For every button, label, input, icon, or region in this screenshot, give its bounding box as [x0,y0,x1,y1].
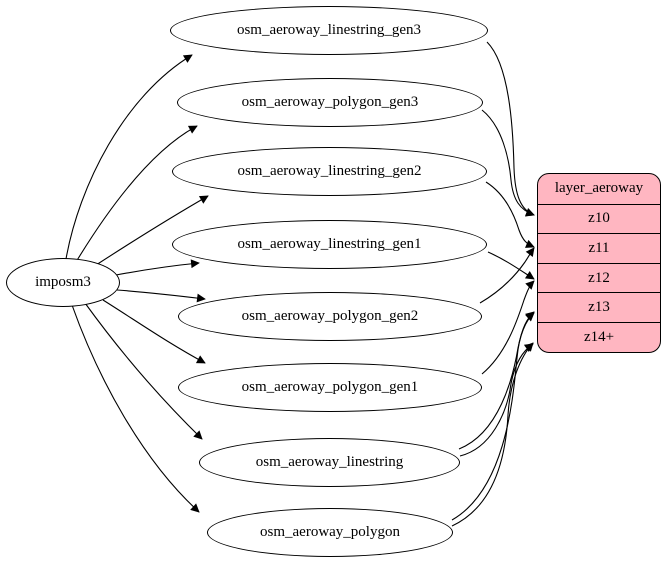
edge-osm_aeroway_polygon_gen3-to-z10 [481,109,535,217]
edge-osm_aeroway_linestring_gen1-to-z12 [487,251,535,280]
node-osm-aeroway-linestring-gen3: osm_aeroway_linestring_gen3 [170,6,488,55]
edge-osm_aeroway_polygon_gen2-to-z11 [479,247,535,304]
node-osm-aeroway-linestring-gen1: osm_aeroway_linestring_gen1 [172,220,487,269]
node-label: osm_aeroway_polygon_gen2 [241,308,419,324]
record-row-label: z11 [588,239,610,256]
record-row-z12: z12 [538,262,660,293]
node-osm-aeroway-linestring-gen2: osm_aeroway_linestring_gen2 [172,147,487,196]
record-row-z13: z13 [538,292,660,322]
edge-osm_aeroway_linestring_gen2-to-z11 [485,181,535,248]
edge-imposm3-to-osm_aeroway_polygon_gen1 [102,299,206,364]
node-label: osm_aeroway_linestring [255,454,404,470]
edge-imposm3-to-osm_aeroway_linestring [84,302,203,440]
record-row-z11: z11 [538,233,660,263]
edge-imposm3-to-osm_aeroway_linestring_gen2 [92,195,209,268]
node-label: osm_aeroway_polygon [260,524,400,540]
node-imposm3: imposm3 [6,258,120,307]
edge-imposm3-to-osm_aeroway_linestring_gen1 [115,259,200,276]
edge-osm_aeroway_linestring-to-z14 [459,343,534,457]
edge-imposm3-to-osm_aeroway_polygon [71,304,200,513]
node-osm-aeroway-polygon-gen1: osm_aeroway_polygon_gen1 [178,363,482,412]
edge-osm_aeroway_polygon-to-z13 [451,312,535,521]
edge-osm_aeroway_linestring_gen3-to-z10 [486,41,535,217]
record-row-z10: z10 [538,203,660,234]
node-osm-aeroway-polygon: osm_aeroway_polygon [207,508,453,557]
node-layer-aeroway-record: layer_aeroway z10 z11 z12 z13 z14+ [537,173,661,353]
edge-osm_aeroway_polygon_gen1-to-z12 [481,280,535,375]
node-label: osm_aeroway_linestring_gen1 [237,236,422,252]
node-label: osm_aeroway_linestring_gen2 [237,163,422,179]
node-osm-aeroway-polygon-gen2: osm_aeroway_polygon_gen2 [178,292,482,341]
edge-imposm3-to-osm_aeroway_polygon_gen2 [116,289,206,303]
record-header-label: layer_aeroway [554,180,644,197]
record-row-label: z14+ [583,328,615,345]
node-label: osm_aeroway_polygon_gen3 [241,94,419,110]
node-osm-aeroway-polygon-gen3: osm_aeroway_polygon_gen3 [177,78,483,127]
record-row-label: z12 [588,269,610,286]
edge-imposm3-to-osm_aeroway_polygon_gen3 [75,125,198,263]
edge-osm_aeroway_polygon-to-z14 [451,342,534,527]
node-osm-aeroway-linestring: osm_aeroway_linestring [199,438,460,487]
record-row-label: z13 [588,299,610,316]
node-label: osm_aeroway_polygon_gen1 [241,379,419,395]
node-label: osm_aeroway_linestring_gen3 [236,22,422,38]
node-imposm3-label: imposm3 [35,274,91,290]
record-header: layer_aeroway [538,174,660,204]
record-row-z14plus: z14+ [538,321,660,352]
record-row-label: z10 [588,210,610,227]
edge-imposm3-to-osm_aeroway_linestring_gen3 [65,54,193,260]
